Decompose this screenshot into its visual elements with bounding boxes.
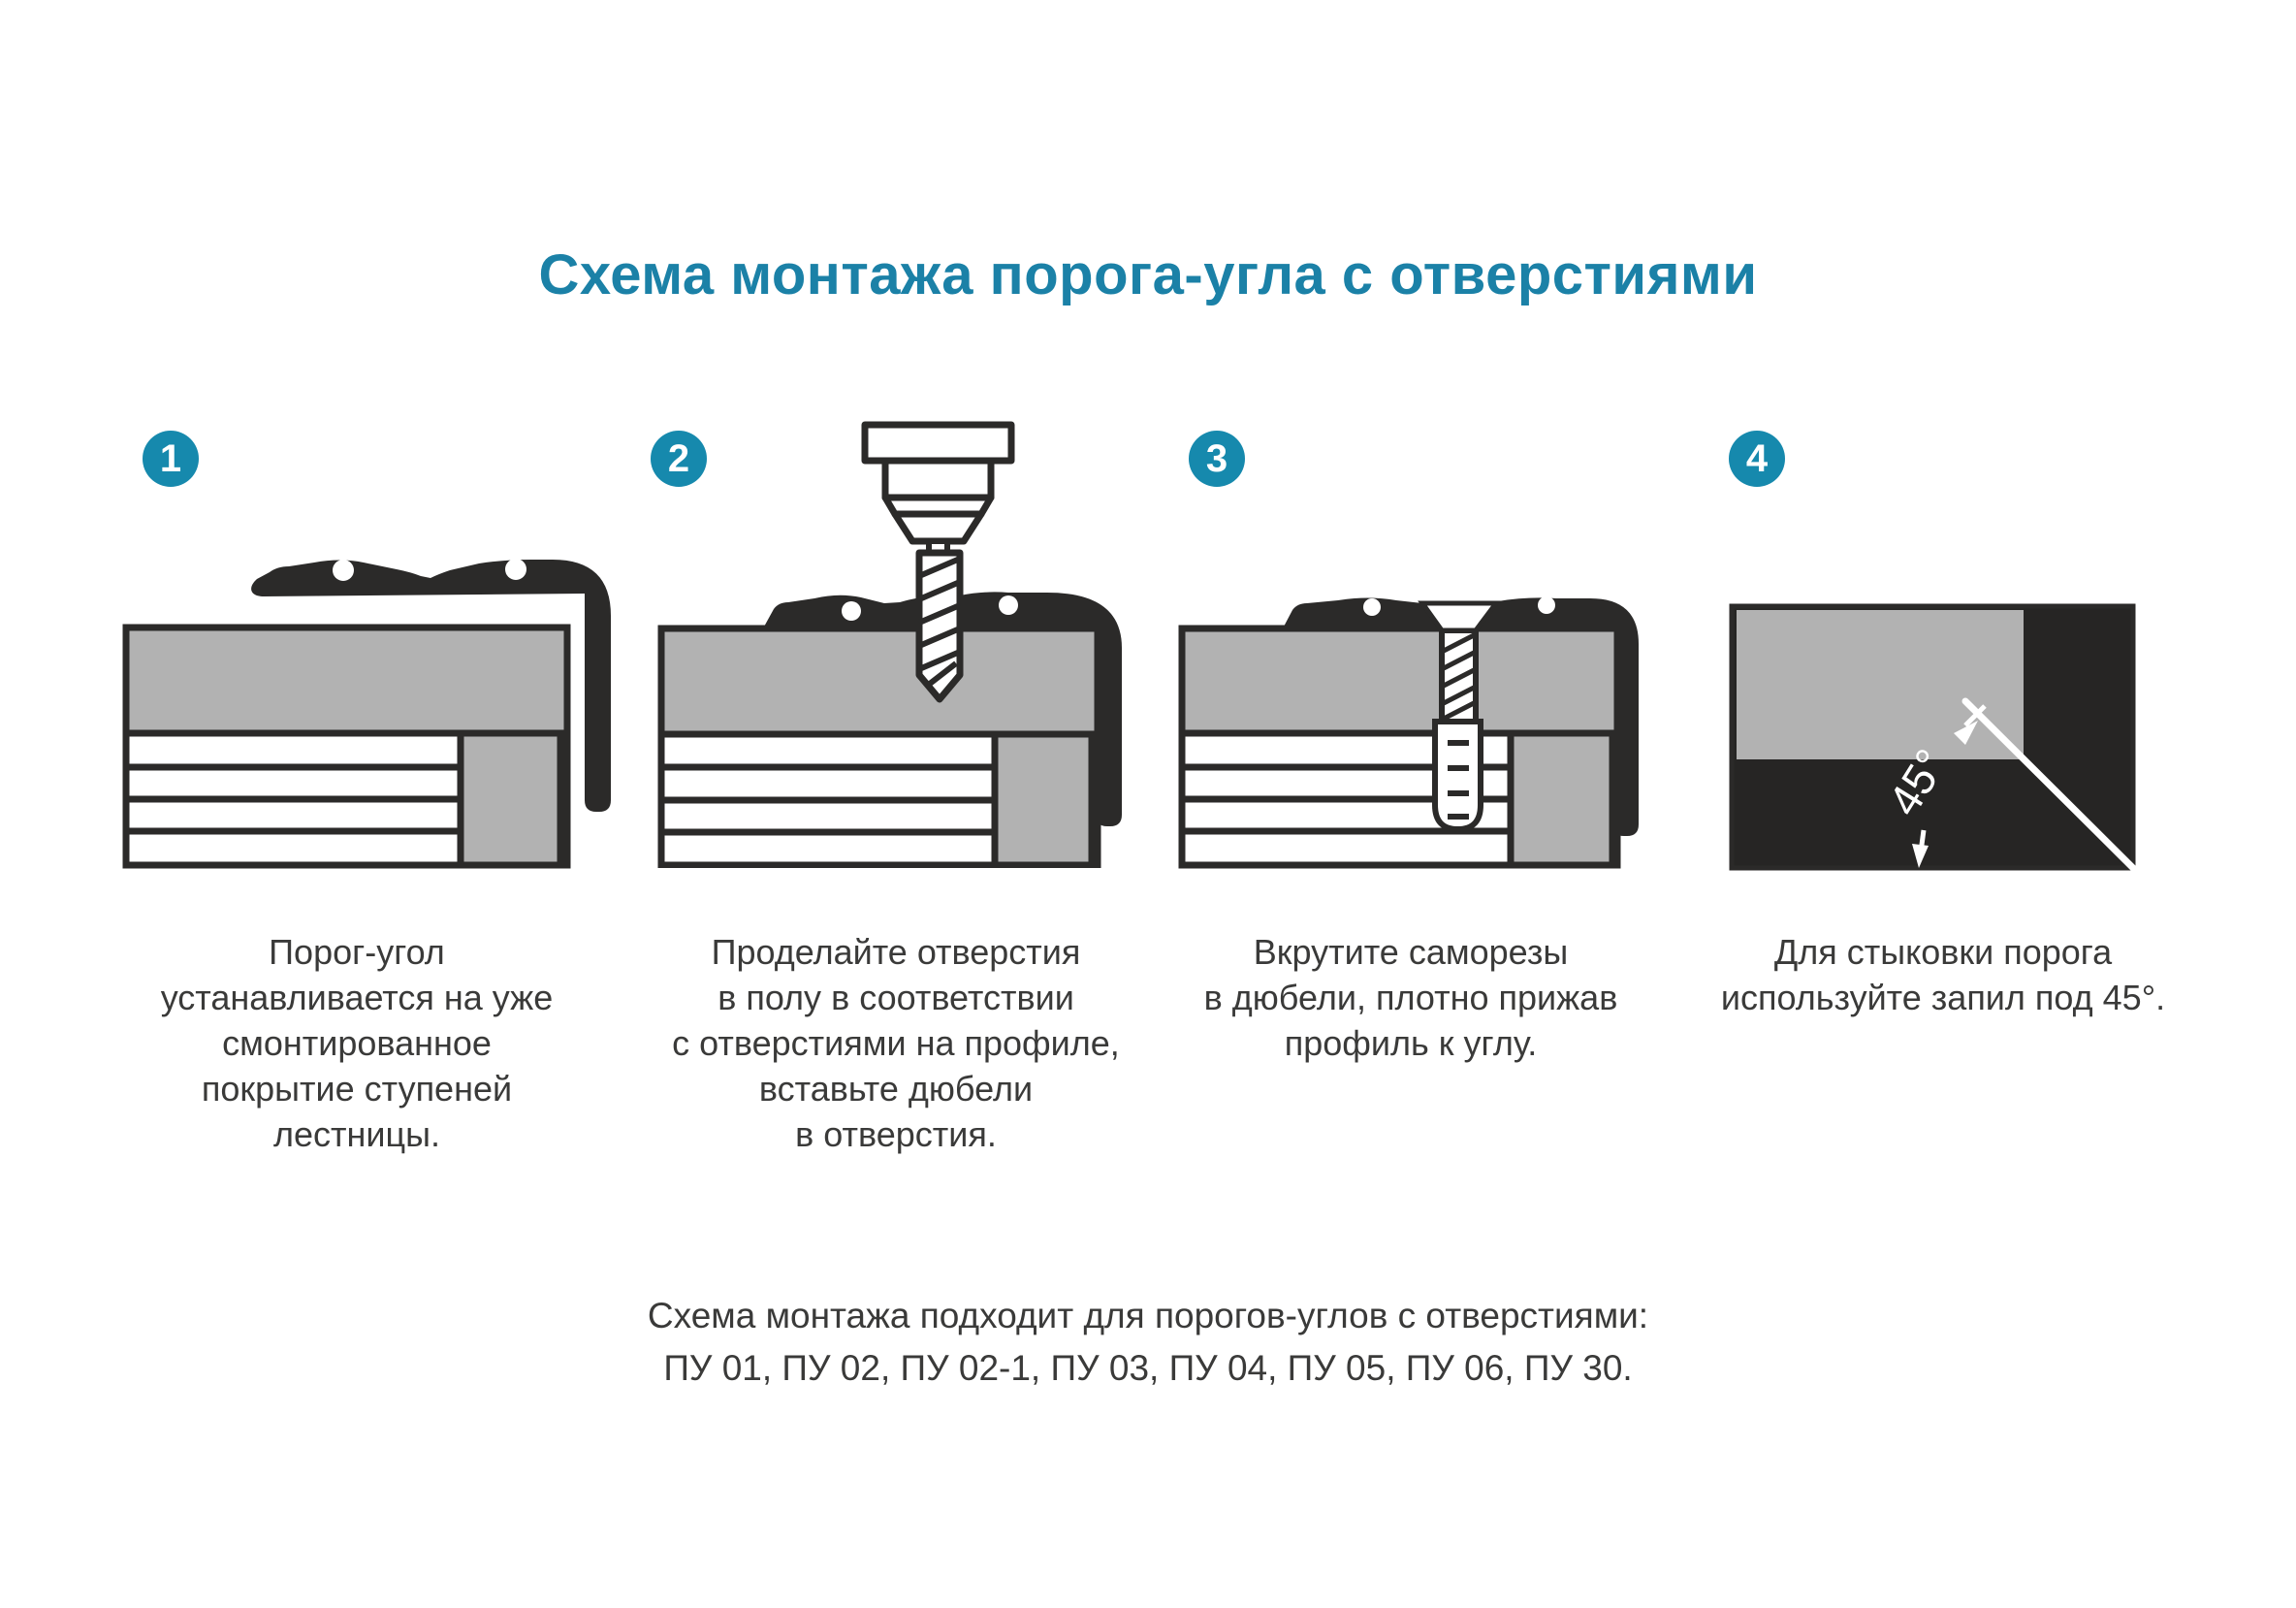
profile-hole [505,559,526,580]
step-covering-top [122,624,571,737]
step-covering-top [657,625,1101,738]
step-2-caption: Проделайте отверстия в полу в соответств… [672,932,1120,1154]
step-1-illustration [122,559,611,869]
screw-threads [1440,631,1478,723]
step-2-illustration [657,421,1122,868]
arrowhead-icon [1954,721,1978,745]
step-covering-top [1178,625,1621,737]
step-1-caption: Порог-угол устанавливается на уже смонти… [160,932,554,1154]
step-3-caption: Вкрутите саморезы в дюбели, плотно прижа… [1203,932,1618,1063]
step-3-number: 3 [1205,437,1228,480]
step-3-badge: 3 [1189,431,1245,487]
profile-hole [842,601,861,621]
profile-hole [999,595,1018,615]
step-4-badge: 4 [1729,431,1785,487]
stair-step-cross-section [1178,625,1621,869]
step-4-caption: Для стыковки порога используйте запил по… [1720,932,2166,1017]
drill-bit-flutes [917,556,962,690]
corner-profile-icon [763,592,1122,826]
step-1-badge: 1 [143,431,199,487]
corner-profile-icon [1283,596,1639,836]
footer-note: Схема монтажа подходит для порогов-углов… [0,1290,2296,1395]
step-1-number: 1 [159,437,182,480]
step-covering-riser [457,729,564,869]
step-covering-riser [1507,729,1616,869]
screw-head [1418,600,1501,633]
profile-hole [1538,596,1555,614]
profile-hole [333,560,354,581]
miter-cut-line [1961,697,2137,872]
step-2-number: 2 [667,437,690,480]
footer-line-1: Схема монтажа подходит для порогов-углов… [647,1296,1649,1335]
stair-step-cross-section [122,624,571,869]
step-4-illustration: 45° [1729,603,2137,872]
step-4-number: 4 [1745,437,1769,480]
stair-step-cross-section [657,625,1101,868]
dowel-icon [1432,719,1483,833]
page-title: Схема монтажа порога-угла с отверстиями [538,243,1758,306]
arrowhead-icon [1912,844,1929,868]
screw-icon [1418,600,1501,724]
step-2-badge: 2 [651,431,707,487]
step-covering-riser [991,730,1096,868]
profile-hole [1363,598,1381,616]
step-3-illustration [1178,596,1639,869]
drill-icon [861,421,1015,703]
step-covering-top-view [1737,610,2024,759]
footer-line-2: ПУ 01, ПУ 02, ПУ 02-1, ПУ 03, ПУ 04, ПУ … [663,1348,1633,1388]
corner-profile-icon [251,559,611,812]
